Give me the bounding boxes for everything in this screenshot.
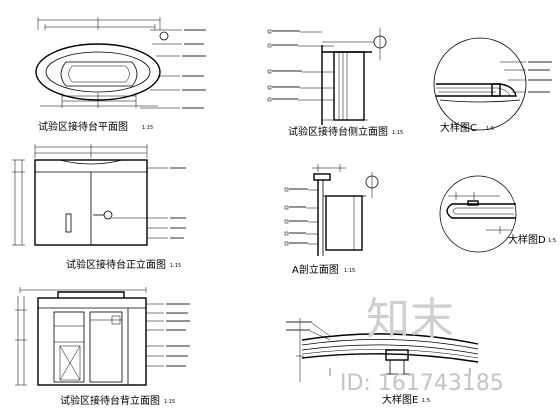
front-caption: 试验区接待台正立面图 bbox=[66, 258, 166, 271]
watermark: 知末 ID: 161743185 bbox=[340, 294, 504, 396]
detail-d-view: 大样图D 1:5 bbox=[439, 175, 556, 253]
rear-annotation-leaders bbox=[146, 303, 190, 367]
section-a-view: A剖立面图 1:15 bbox=[284, 164, 379, 276]
rear-drawer-cross bbox=[59, 345, 81, 381]
rear-outlet bbox=[111, 315, 121, 325]
side-caption: 试验区接待台侧立面图 bbox=[288, 125, 388, 138]
detail-e-view: 大样图E 1:5 bbox=[286, 318, 479, 406]
front-counter-curve bbox=[59, 159, 123, 165]
plan-desk-top bbox=[60, 61, 138, 87]
detail-e-support-block bbox=[385, 349, 409, 361]
front-elevation-view: 试验区接待台正立面图 1:15 bbox=[12, 144, 186, 271]
detail-d-scale: 1:5 bbox=[548, 238, 556, 244]
watermark-id: ID: 161743185 bbox=[340, 371, 504, 396]
detail-d-caption: 大样图D bbox=[508, 233, 546, 246]
detail-d-boundary bbox=[439, 175, 517, 253]
detail-c-annotation-leaders bbox=[500, 61, 552, 93]
rear-drawer bbox=[59, 345, 81, 381]
plan-caption: 试验区接待台平面图 bbox=[38, 120, 128, 133]
detail-d-inner-layer bbox=[452, 207, 514, 215]
side-annotation-leaders bbox=[267, 29, 334, 102]
plan-scale: 1:15 bbox=[142, 125, 153, 131]
plan-desk-inner bbox=[68, 65, 130, 83]
detail-e-counter-bottom bbox=[301, 353, 479, 363]
detail-c-base-curve bbox=[439, 99, 521, 103]
detail-d-edge-profile bbox=[446, 203, 516, 219]
detail-c-boundary bbox=[433, 37, 527, 131]
detail-c-view: 大样图C 1:5 bbox=[433, 37, 552, 134]
rear-cabinet-right bbox=[89, 311, 123, 383]
plan-section-marker bbox=[159, 31, 169, 41]
side-scale: 1:15 bbox=[392, 130, 403, 136]
detail-c-caption: 大样图C bbox=[440, 121, 477, 134]
detail-e-layer bbox=[301, 344, 479, 355]
side-elevation-view: 试验区接待台侧立面图 1:15 bbox=[267, 28, 403, 138]
front-dimension-top bbox=[34, 144, 148, 158]
section-a-caption: A剖立面图 bbox=[292, 263, 339, 276]
section-a-annotation-leaders bbox=[284, 187, 318, 246]
plan-dimension-top bbox=[37, 17, 161, 30]
detail-e-scale: 1:5 bbox=[422, 398, 430, 404]
front-dimension-left bbox=[12, 159, 25, 246]
detail-e-layer bbox=[301, 338, 479, 350]
rear-dimension-top bbox=[19, 287, 147, 293]
rear-scale: 1:15 bbox=[164, 399, 175, 405]
plan-view: 试验区接待台平面图 1:15 bbox=[35, 17, 206, 133]
detail-e-caption: 大样图E bbox=[382, 393, 418, 406]
detail-c-scale: 1:5 bbox=[486, 126, 494, 132]
detail-d-block bbox=[467, 200, 479, 206]
plan-dimension-bottom bbox=[40, 93, 158, 108]
plan-annotation-leaders bbox=[140, 29, 206, 109]
detail-e-counter-edge bbox=[301, 333, 479, 345]
rear-dimension-left bbox=[15, 296, 27, 386]
front-logo-mark bbox=[103, 210, 113, 220]
front-inlay-strip bbox=[65, 213, 72, 233]
rear-desk-outline bbox=[37, 297, 147, 386]
detail-c-block bbox=[491, 83, 501, 97]
rear-counter-top bbox=[57, 291, 125, 298]
front-annotation-leaders bbox=[112, 167, 186, 239]
watermark-brand: 知末 bbox=[366, 294, 454, 345]
section-a-desk-body bbox=[325, 195, 363, 251]
front-scale: 1:15 bbox=[170, 263, 181, 269]
section-a-scale: 1:15 bbox=[344, 268, 355, 274]
rear-cabinet-left bbox=[53, 311, 85, 383]
side-desk-body bbox=[333, 51, 365, 121]
rear-elevation-view: 试验区接待台背立面图 1:15 bbox=[15, 287, 190, 407]
plan-counter-inner bbox=[45, 51, 151, 93]
detail-c-inner-layer bbox=[436, 87, 511, 97]
rear-caption: 试验区接待台背立面图 bbox=[60, 394, 160, 407]
detail-e-annotation-leaders bbox=[286, 321, 331, 341]
section-a-cap bbox=[313, 173, 331, 181]
